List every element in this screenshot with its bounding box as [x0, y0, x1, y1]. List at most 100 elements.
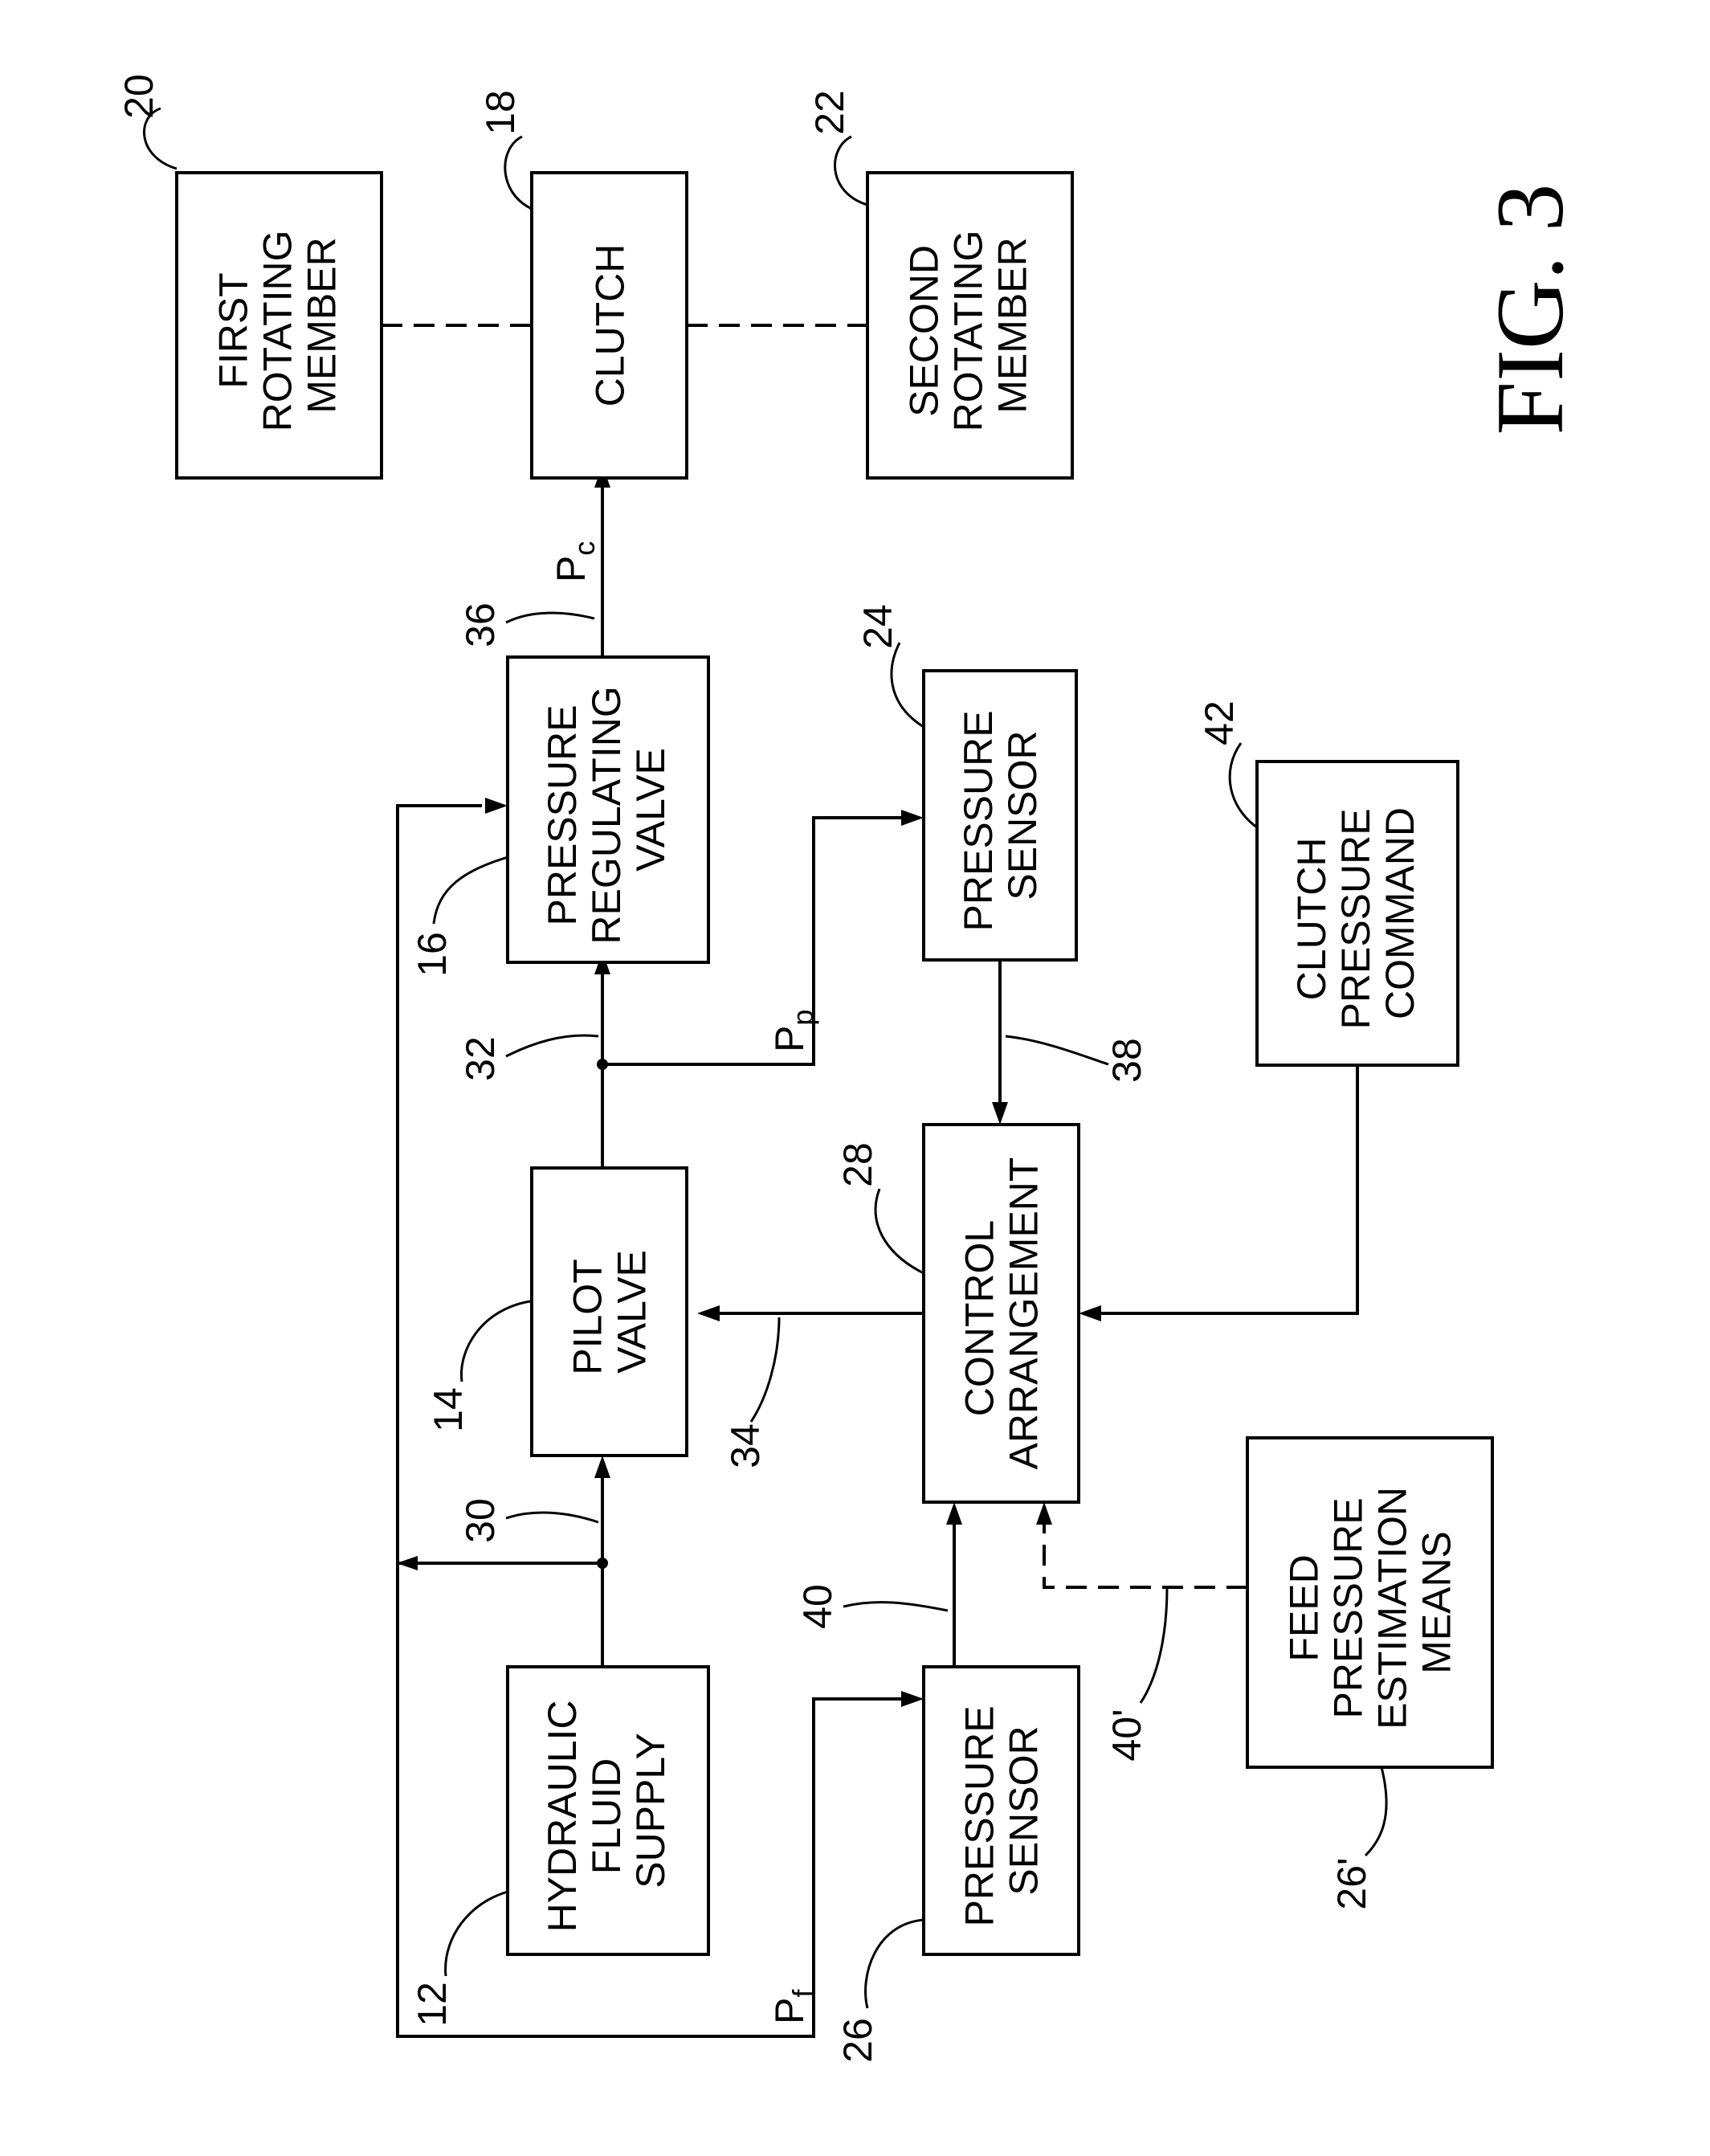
pressure-label-main: P — [767, 1998, 812, 2024]
block-line: CLUTCH — [1289, 838, 1334, 1001]
block-text: PRESSURE SENSOR — [957, 1695, 1047, 1927]
leader-42 — [1228, 742, 1258, 829]
ref-30: 30 — [458, 1498, 503, 1543]
leader-28 — [874, 1188, 924, 1275]
leader-40-prime — [1139, 1586, 1169, 1704]
block-line: FIRST — [211, 273, 256, 389]
block-line: PRESSURE — [956, 710, 1001, 931]
ref-14: 14 — [426, 1387, 471, 1432]
pressure-label-sub: p — [786, 1010, 819, 1026]
leader-34 — [749, 1317, 781, 1423]
ref-34: 34 — [723, 1423, 768, 1468]
block-line: MEMBER — [300, 237, 345, 413]
pressure-sensor-top-box — [922, 669, 1078, 962]
block-text: PRESSURE SENSOR — [956, 700, 1045, 932]
second-rotating-member-block: SECOND ROTATING MEMBER — [866, 171, 1074, 480]
leader-30 — [505, 1511, 599, 1524]
block-line: PRESSURE — [1333, 808, 1378, 1029]
ref-36: 36 — [458, 602, 503, 647]
pressure-sensor-top-block: PRESSURE SENSOR — [922, 669, 1078, 962]
pressure-labels: Pc Pp Pf — [549, 541, 819, 2024]
leader-22 — [834, 135, 868, 206]
figure-label: FIG. 3 — [1476, 183, 1583, 435]
block-line: FEED — [1282, 1554, 1327, 1661]
block-line: ESTIMATION — [1370, 1487, 1415, 1729]
first-rotating-member-box — [175, 171, 383, 480]
ref-32: 32 — [458, 1036, 503, 1081]
leader-26 — [864, 1918, 924, 2009]
block-line: HYDRAULIC — [540, 1700, 585, 1932]
block-line: COMMAND — [1377, 807, 1422, 1019]
ref-18: 18 — [478, 90, 523, 135]
pilot-valve-box — [530, 1166, 688, 1457]
arrow-head — [485, 798, 508, 814]
ref-12: 12 — [410, 1982, 455, 2027]
blocks: FIRST ROTATING MEMBER CLUTCH SECOND ROTA… — [175, 171, 1494, 1956]
ref-22: 22 — [807, 90, 852, 135]
block-line: PRESSURE — [957, 1705, 1002, 1926]
pressure-label-main: P — [549, 556, 594, 582]
leader-32 — [505, 1034, 599, 1058]
block-line: MEANS — [1414, 1531, 1459, 1674]
block-line: ROTATING — [946, 231, 991, 432]
leader-38 — [1005, 1035, 1109, 1066]
hydraulic-fluid-supply-block: HYDRAULIC FLUID SUPPLY — [506, 1665, 710, 1956]
arrow-head — [946, 1502, 962, 1525]
block-line: SENSOR — [1002, 1725, 1047, 1895]
block-text: FIRST ROTATING MEMBER — [211, 219, 345, 432]
block-line: ARRANGEMENT — [1002, 1158, 1047, 1470]
arrow-head — [1036, 1502, 1052, 1525]
clutch-pressure-command-box — [1255, 760, 1459, 1067]
control-arrangement-block: CONTROL ARRANGEMENT — [922, 1123, 1080, 1504]
leader-18 — [504, 135, 533, 210]
hydraulic-fluid-supply-box — [506, 1665, 710, 1956]
clutch-block: CLUTCH — [530, 171, 688, 480]
pressure-regulating-valve-box — [506, 655, 710, 964]
arrow-head — [697, 1305, 720, 1321]
ref-24: 24 — [855, 604, 900, 649]
block-line: SENSOR — [1000, 730, 1045, 900]
reference-numerals: 20 18 22 36 16 24 42 32 38 28 14 34 30 4… — [116, 74, 1374, 2063]
block-text: SECOND ROTATING MEMBER — [902, 219, 1035, 432]
block-line: PRESSURE — [1326, 1497, 1371, 1718]
arrow-head — [594, 1456, 610, 1478]
clutch-pressure-command-block: CLUTCH PRESSURE COMMAND — [1255, 760, 1459, 1067]
block-text: PILOT VALVE — [565, 1248, 655, 1375]
ref-42: 42 — [1197, 700, 1242, 745]
arrow-head — [901, 1691, 924, 1707]
leader-14 — [459, 1300, 531, 1382]
ref-40: 40 — [795, 1584, 840, 1629]
leader-lines — [143, 107, 1388, 2009]
arrow-head — [397, 1556, 418, 1570]
block-line: CONTROL — [957, 1221, 1002, 1417]
feed-loop-line — [396, 804, 482, 1563]
block-line: PILOT — [565, 1260, 610, 1375]
ref-28: 28 — [835, 1142, 880, 1187]
pressure-regulating-valve-block: PRESSURE REGULATING VALVE — [506, 655, 710, 964]
pressure-sensor-bottom-box — [922, 1665, 1080, 1956]
arrow-head — [901, 810, 924, 826]
block-line: ROTATING — [255, 231, 300, 432]
block-line: VALVE — [628, 748, 673, 872]
block-line: PRESSURE — [540, 704, 585, 925]
block-line: SUPPLY — [628, 1733, 673, 1889]
block-line: SECOND — [902, 245, 947, 417]
pp-line — [602, 816, 904, 1066]
leader-36 — [505, 611, 595, 624]
block-text: FEED PRESSURE ESTIMATION MEANS — [1282, 1476, 1459, 1729]
feed-pressure-estimation-block: FEED PRESSURE ESTIMATION MEANS — [1246, 1436, 1494, 1769]
block-text: CLUTCH — [588, 244, 633, 407]
arrow-head — [992, 1102, 1008, 1125]
clutch-box — [530, 171, 688, 480]
ref-26: 26 — [835, 2018, 880, 2063]
pressure-label-pp: Pp — [767, 1010, 819, 1052]
connections — [382, 324, 1359, 2038]
block-line: MEMBER — [990, 237, 1035, 413]
first-rotating-member-block: FIRST ROTATING MEMBER — [175, 171, 383, 480]
command-line — [1096, 1064, 1359, 1315]
block-text: HYDRAULIC FLUID SUPPLY — [540, 1689, 673, 1933]
block-line: REGULATING — [584, 686, 629, 944]
ref-26-prime: 26' — [1329, 1857, 1374, 1909]
